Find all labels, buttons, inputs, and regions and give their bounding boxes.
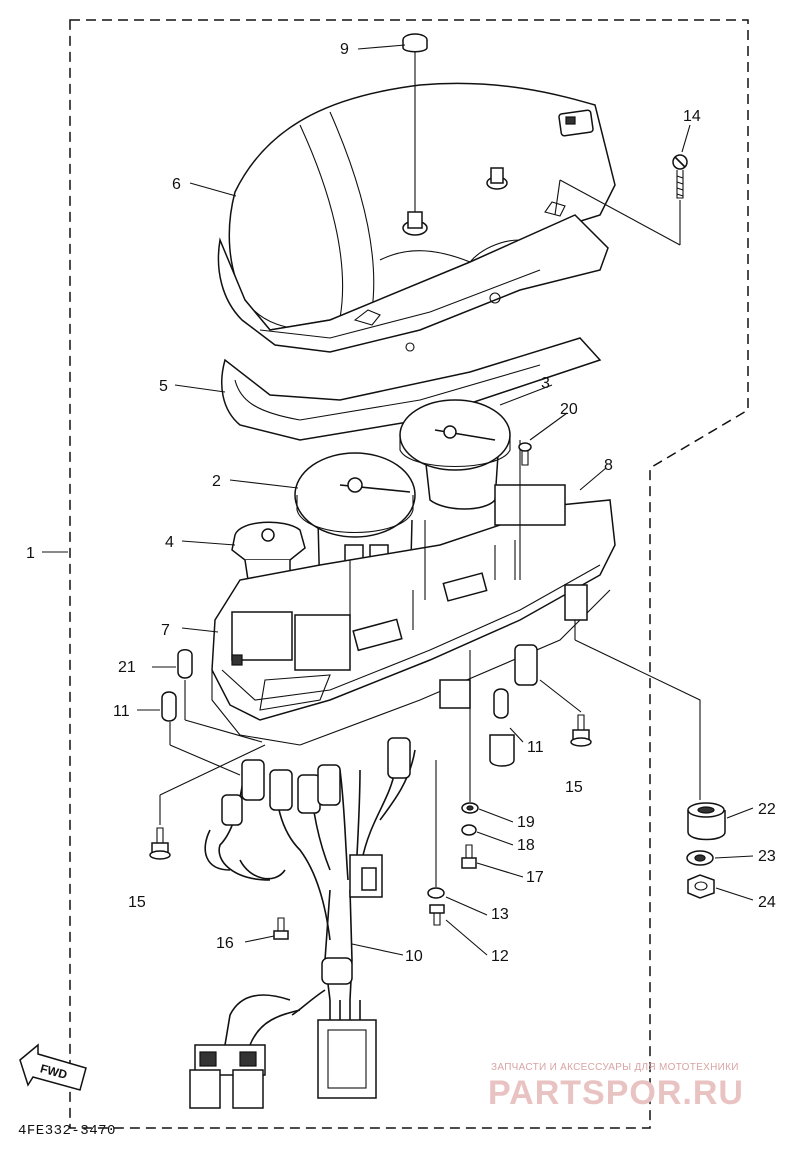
- screw-12: [429, 904, 445, 926]
- socket-22: [687, 802, 726, 841]
- washer-19: [461, 650, 479, 814]
- callout-1: 1: [26, 545, 35, 562]
- callout-16: 16: [216, 935, 234, 952]
- bulb-11-right: [489, 688, 515, 767]
- meter-gasket: [221, 337, 602, 441]
- watermark-tagline: ЗАПЧАСТИ И АКСЕССУАРЫ ДЛЯ МОТОТЕХНИКИ: [491, 1062, 739, 1073]
- washer-18: [461, 824, 477, 836]
- washer-23: [686, 850, 714, 866]
- callout-5: 5: [159, 378, 168, 395]
- forward-direction-arrow: FWD: [19, 1043, 87, 1091]
- meter-cover: [217, 82, 616, 353]
- screw-17: [461, 844, 477, 869]
- cap-9: [402, 33, 428, 212]
- callout-9: 9: [340, 41, 349, 58]
- callout-11b: 11: [527, 739, 544, 756]
- callout-8: 8: [604, 457, 613, 474]
- drawing-code: 4FE332-3470: [18, 1123, 116, 1139]
- callout-17: 17: [526, 869, 544, 886]
- bulb-11-left: [161, 691, 241, 776]
- callout-numbers: 1 2 3 4 5 6 7 8 9 10 11 11 12 13 14 15 1…: [26, 41, 776, 965]
- screw-20: [518, 442, 532, 466]
- leader-22: [574, 639, 701, 800]
- callout-22: 22: [758, 801, 776, 818]
- wire-harness-10: [189, 749, 416, 1109]
- assembly-boundary: [69, 19, 749, 1129]
- washer-13: [427, 760, 445, 899]
- callout-11a: 11: [113, 703, 130, 720]
- screw-15-right: [539, 679, 592, 747]
- callout-14: 14: [683, 108, 701, 125]
- callout-18: 18: [517, 837, 535, 854]
- callout-15b: 15: [128, 894, 146, 911]
- callout-15a: 15: [565, 779, 583, 796]
- callout-24: 24: [758, 894, 776, 911]
- meter-case-7: [211, 440, 616, 746]
- tachometer-assembly: [399, 399, 511, 510]
- harness-sockets: [221, 644, 538, 826]
- callout-6: 6: [172, 176, 181, 193]
- fwd-label: FWD: [39, 1061, 69, 1082]
- callout-3: 3: [541, 375, 550, 392]
- watermark-logo: PARTSPOR.RU: [488, 1074, 744, 1112]
- screw-14: [554, 154, 688, 246]
- screw-15-left: [149, 744, 266, 860]
- nut-24: [687, 874, 715, 899]
- callout-4: 4: [165, 534, 174, 551]
- callout-23: 23: [758, 848, 776, 865]
- callout-10: 10: [405, 948, 423, 965]
- callout-19: 19: [517, 814, 535, 831]
- callout-7: 7: [161, 622, 170, 639]
- callout-2: 2: [212, 473, 221, 490]
- callout-12: 12: [491, 948, 509, 965]
- screw-16: [273, 917, 289, 940]
- callout-21: 21: [118, 659, 136, 676]
- callout-13: 13: [491, 906, 509, 923]
- callout-20: 20: [560, 401, 578, 418]
- leader-lines: [42, 44, 754, 956]
- bulb-21: [177, 649, 263, 743]
